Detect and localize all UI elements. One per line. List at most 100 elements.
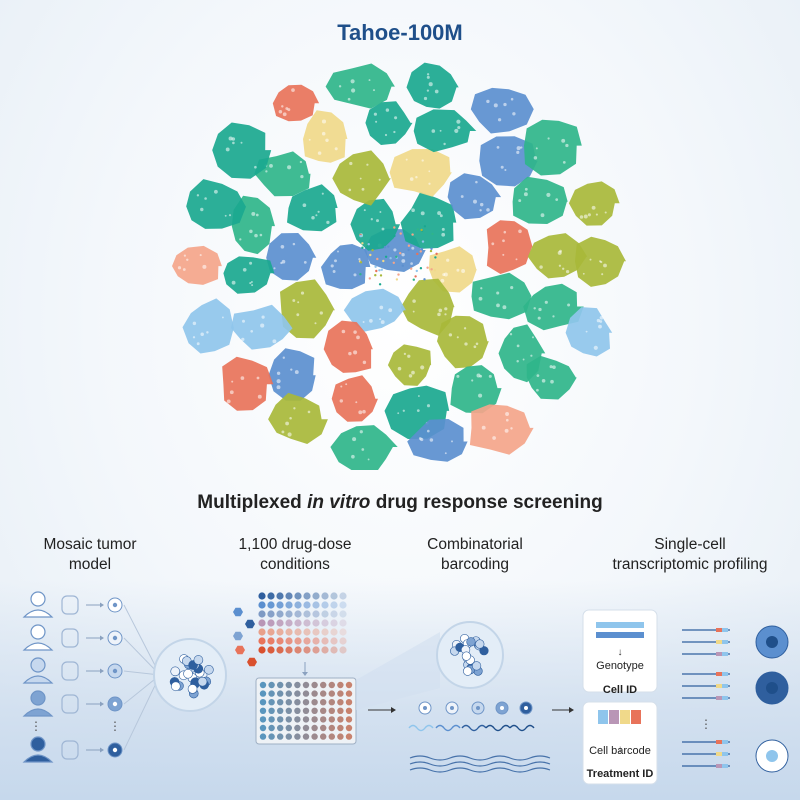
umap-dot (420, 228, 423, 232)
umap-speckle (334, 259, 337, 263)
read-barcode (722, 672, 728, 676)
read-barcode (722, 764, 728, 768)
dose-well (267, 646, 275, 654)
umap-speckle (291, 88, 295, 92)
plate-well (302, 724, 310, 732)
umap-speckle (353, 273, 357, 277)
connector (123, 604, 161, 676)
umap-speckle (260, 323, 265, 328)
plate-well (311, 707, 318, 714)
dna-strand (409, 755, 551, 761)
umap-speckle (206, 331, 209, 334)
step-line-1: Mosaic tumor (43, 536, 137, 553)
plate-well (294, 699, 301, 706)
subtitle-prefix: Multiplexed (197, 492, 308, 513)
umap-speckle (408, 374, 413, 378)
dose-well (339, 646, 347, 654)
umap-speckle (285, 421, 289, 426)
umap-speckle (522, 358, 525, 361)
plate-well (285, 724, 292, 732)
umap-speckle (300, 291, 305, 295)
plate-well (320, 699, 327, 706)
umap-speckle (540, 213, 545, 218)
umap-speckle (420, 211, 425, 216)
umap-speckle (302, 203, 307, 208)
read-barcode (716, 672, 722, 676)
umap-speckle (308, 138, 311, 141)
umap-dot (429, 249, 433, 253)
umap-cluster (447, 173, 502, 220)
barcode-cell (471, 661, 482, 671)
umap-speckle (441, 227, 445, 231)
umap-speckle (486, 208, 490, 212)
umap-speckle (200, 207, 204, 212)
umap-dot (416, 228, 419, 231)
umap-speckle (558, 264, 562, 267)
dose-well (321, 628, 329, 636)
umap-speckle (249, 282, 252, 285)
plate-well (320, 707, 327, 714)
step-mosaic-tumor-model: Mosaic tumor model (20, 535, 160, 575)
dose-well (276, 619, 284, 627)
umap-cluster (287, 184, 338, 232)
plate-well (268, 681, 275, 689)
plate-well (311, 681, 318, 689)
umap-speckle (444, 452, 447, 455)
umap-speckle (353, 330, 357, 334)
organ-icon (61, 661, 79, 681)
umap-dot (423, 278, 426, 281)
umap-dot (374, 274, 377, 277)
plate-well (268, 690, 275, 697)
umap-speckle (349, 161, 353, 166)
umap-cluster (172, 245, 222, 285)
umap-speckle (503, 230, 507, 234)
umap-speckle (426, 89, 430, 92)
umap-speckle (411, 370, 415, 375)
umap-speckle (353, 350, 358, 355)
umap-speckle (249, 261, 253, 265)
umap-speckle (287, 108, 291, 112)
read-barcode (716, 652, 722, 656)
umap-cluster (387, 344, 432, 386)
person-icon (22, 609, 54, 618)
plate-well (302, 716, 310, 723)
umap-cluster (469, 404, 534, 455)
dose-well (339, 601, 347, 609)
person-icon (22, 642, 54, 651)
umap-cluster (280, 279, 335, 339)
umap-dot (369, 253, 372, 257)
drug-icon (245, 619, 255, 629)
read-barcode (722, 628, 728, 632)
umap-speckle (325, 138, 329, 143)
barcode-strand (485, 724, 511, 732)
umap-speckle (502, 253, 505, 256)
plate-well (311, 716, 318, 723)
umap-speckle (518, 229, 522, 234)
umap-speckle (379, 305, 384, 310)
dose-well (321, 592, 329, 600)
dose-well (258, 619, 266, 627)
drug-icon (235, 645, 245, 655)
dose-well (312, 646, 320, 654)
umap-dot (426, 266, 429, 269)
umap-dot (399, 232, 402, 235)
dose-well (294, 619, 302, 627)
umap-dot (419, 267, 423, 270)
dose-well (285, 646, 293, 654)
umap-speckle (524, 187, 528, 191)
umap-speckle (475, 342, 479, 346)
dose-well (303, 628, 311, 636)
umap-cluster (323, 320, 373, 373)
umap-speckle (434, 89, 439, 94)
person-icon (30, 736, 46, 752)
organ-icon (61, 694, 79, 714)
umap-speckle (475, 180, 478, 184)
genotype-track (596, 622, 644, 628)
umap-speckle (510, 427, 513, 430)
umap-speckle (562, 161, 566, 164)
umap-cluster (212, 122, 272, 179)
plate-well (277, 707, 284, 714)
umap-speckle (359, 430, 363, 434)
dose-well (294, 601, 302, 609)
umap-speckle (428, 182, 431, 185)
